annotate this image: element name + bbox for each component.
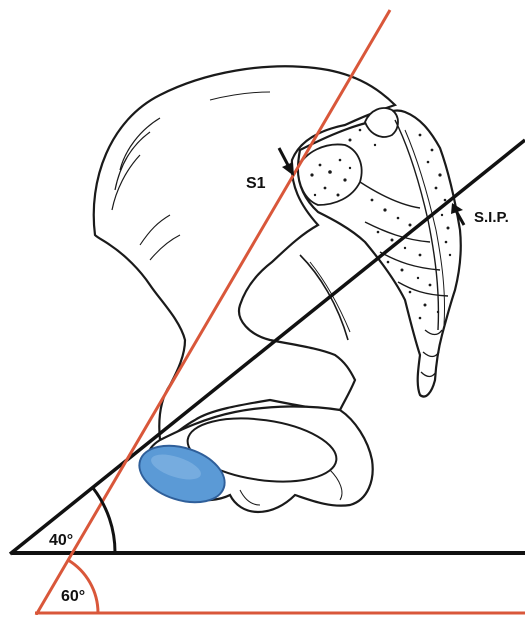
s1-label: S1 (246, 175, 266, 192)
angle-label-40: 40° (49, 532, 73, 549)
iliac-wing-outline (94, 66, 395, 440)
sip-label: S.I.P. (474, 209, 509, 226)
arcuate-line (300, 255, 348, 340)
angle-arc-60 (68, 560, 98, 613)
iliac-wing (94, 66, 395, 440)
angle-label-60: 60° (61, 588, 85, 605)
